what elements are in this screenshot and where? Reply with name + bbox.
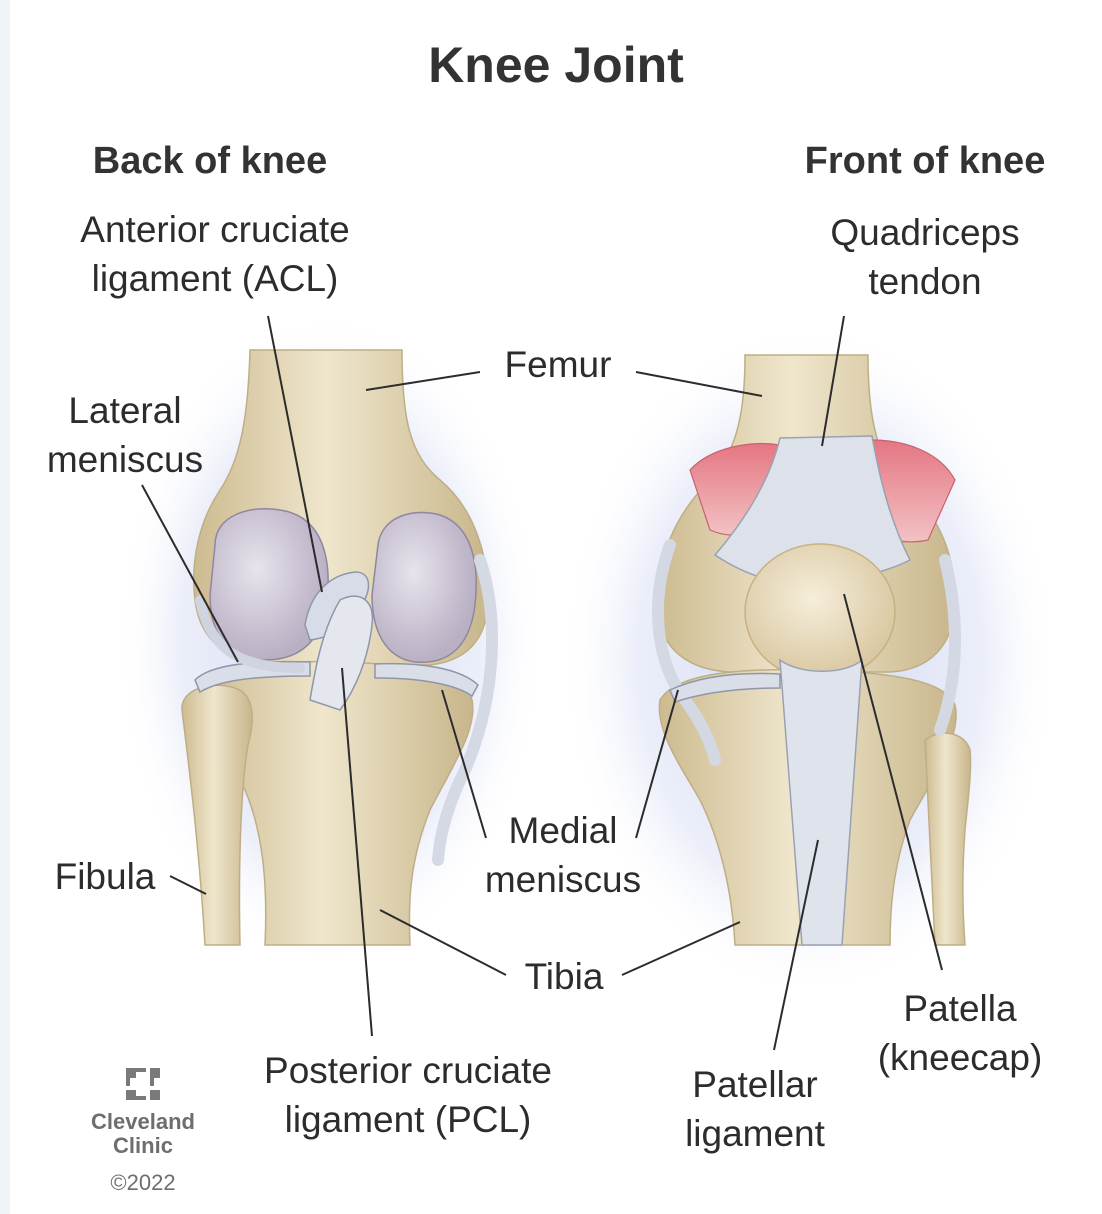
infographic: Knee Joint Back of knee Front of knee An…: [10, 0, 1102, 1214]
label-patellar-ligament-line1: Patellar: [660, 1060, 850, 1109]
front-view-heading: Front of knee: [780, 140, 1070, 183]
label-patella-line1: Patella: [860, 984, 1060, 1033]
copyright-year: ©2022: [76, 1170, 210, 1196]
label-pcl-line2: ligament (PCL): [238, 1095, 578, 1144]
label-acl: Anterior cruciate ligament (ACL): [40, 205, 390, 303]
label-pcl: Posterior cruciate ligament (PCL): [238, 1046, 578, 1144]
label-patella-line2: (kneecap): [860, 1033, 1060, 1082]
label-acl-line1: Anterior cruciate: [40, 205, 390, 254]
label-patellar-ligament: Patellar ligament: [660, 1060, 850, 1158]
label-fibula: Fibula: [40, 852, 170, 901]
label-quadriceps-tendon: Quadriceps tendon: [810, 208, 1040, 306]
label-lateral-meniscus: Lateral meniscus: [40, 386, 210, 484]
label-pcl-line1: Posterior cruciate: [238, 1046, 578, 1095]
label-quadriceps-tendon-line1: Quadriceps: [810, 208, 1040, 257]
label-patella: Patella (kneecap): [860, 984, 1060, 1082]
label-medial-meniscus-line2: meniscus: [468, 855, 658, 904]
back-medial-condyle: [372, 513, 476, 663]
cleveland-clinic-logo-icon: [126, 1068, 160, 1100]
label-acl-line2: ligament (ACL): [40, 254, 390, 303]
logo-wordmark-line1: Cleveland: [76, 1110, 210, 1134]
front-patella: [745, 544, 895, 680]
logo-wordmark: Cleveland Clinic: [76, 1110, 210, 1158]
label-lateral-meniscus-line2: meniscus: [40, 435, 210, 484]
label-medial-meniscus-line1: Medial: [468, 806, 658, 855]
label-quadriceps-tendon-line2: tendon: [810, 257, 1040, 306]
label-patellar-ligament-line2: ligament: [660, 1109, 850, 1158]
label-tibia: Tibia: [508, 952, 620, 1001]
label-medial-meniscus: Medial meniscus: [468, 806, 658, 904]
page-title: Knee Joint: [10, 36, 1102, 94]
back-view-heading: Back of knee: [70, 140, 350, 183]
label-lateral-meniscus-line1: Lateral: [40, 386, 210, 435]
logo-wordmark-line2: Clinic: [76, 1134, 210, 1158]
label-femur: Femur: [488, 340, 628, 389]
